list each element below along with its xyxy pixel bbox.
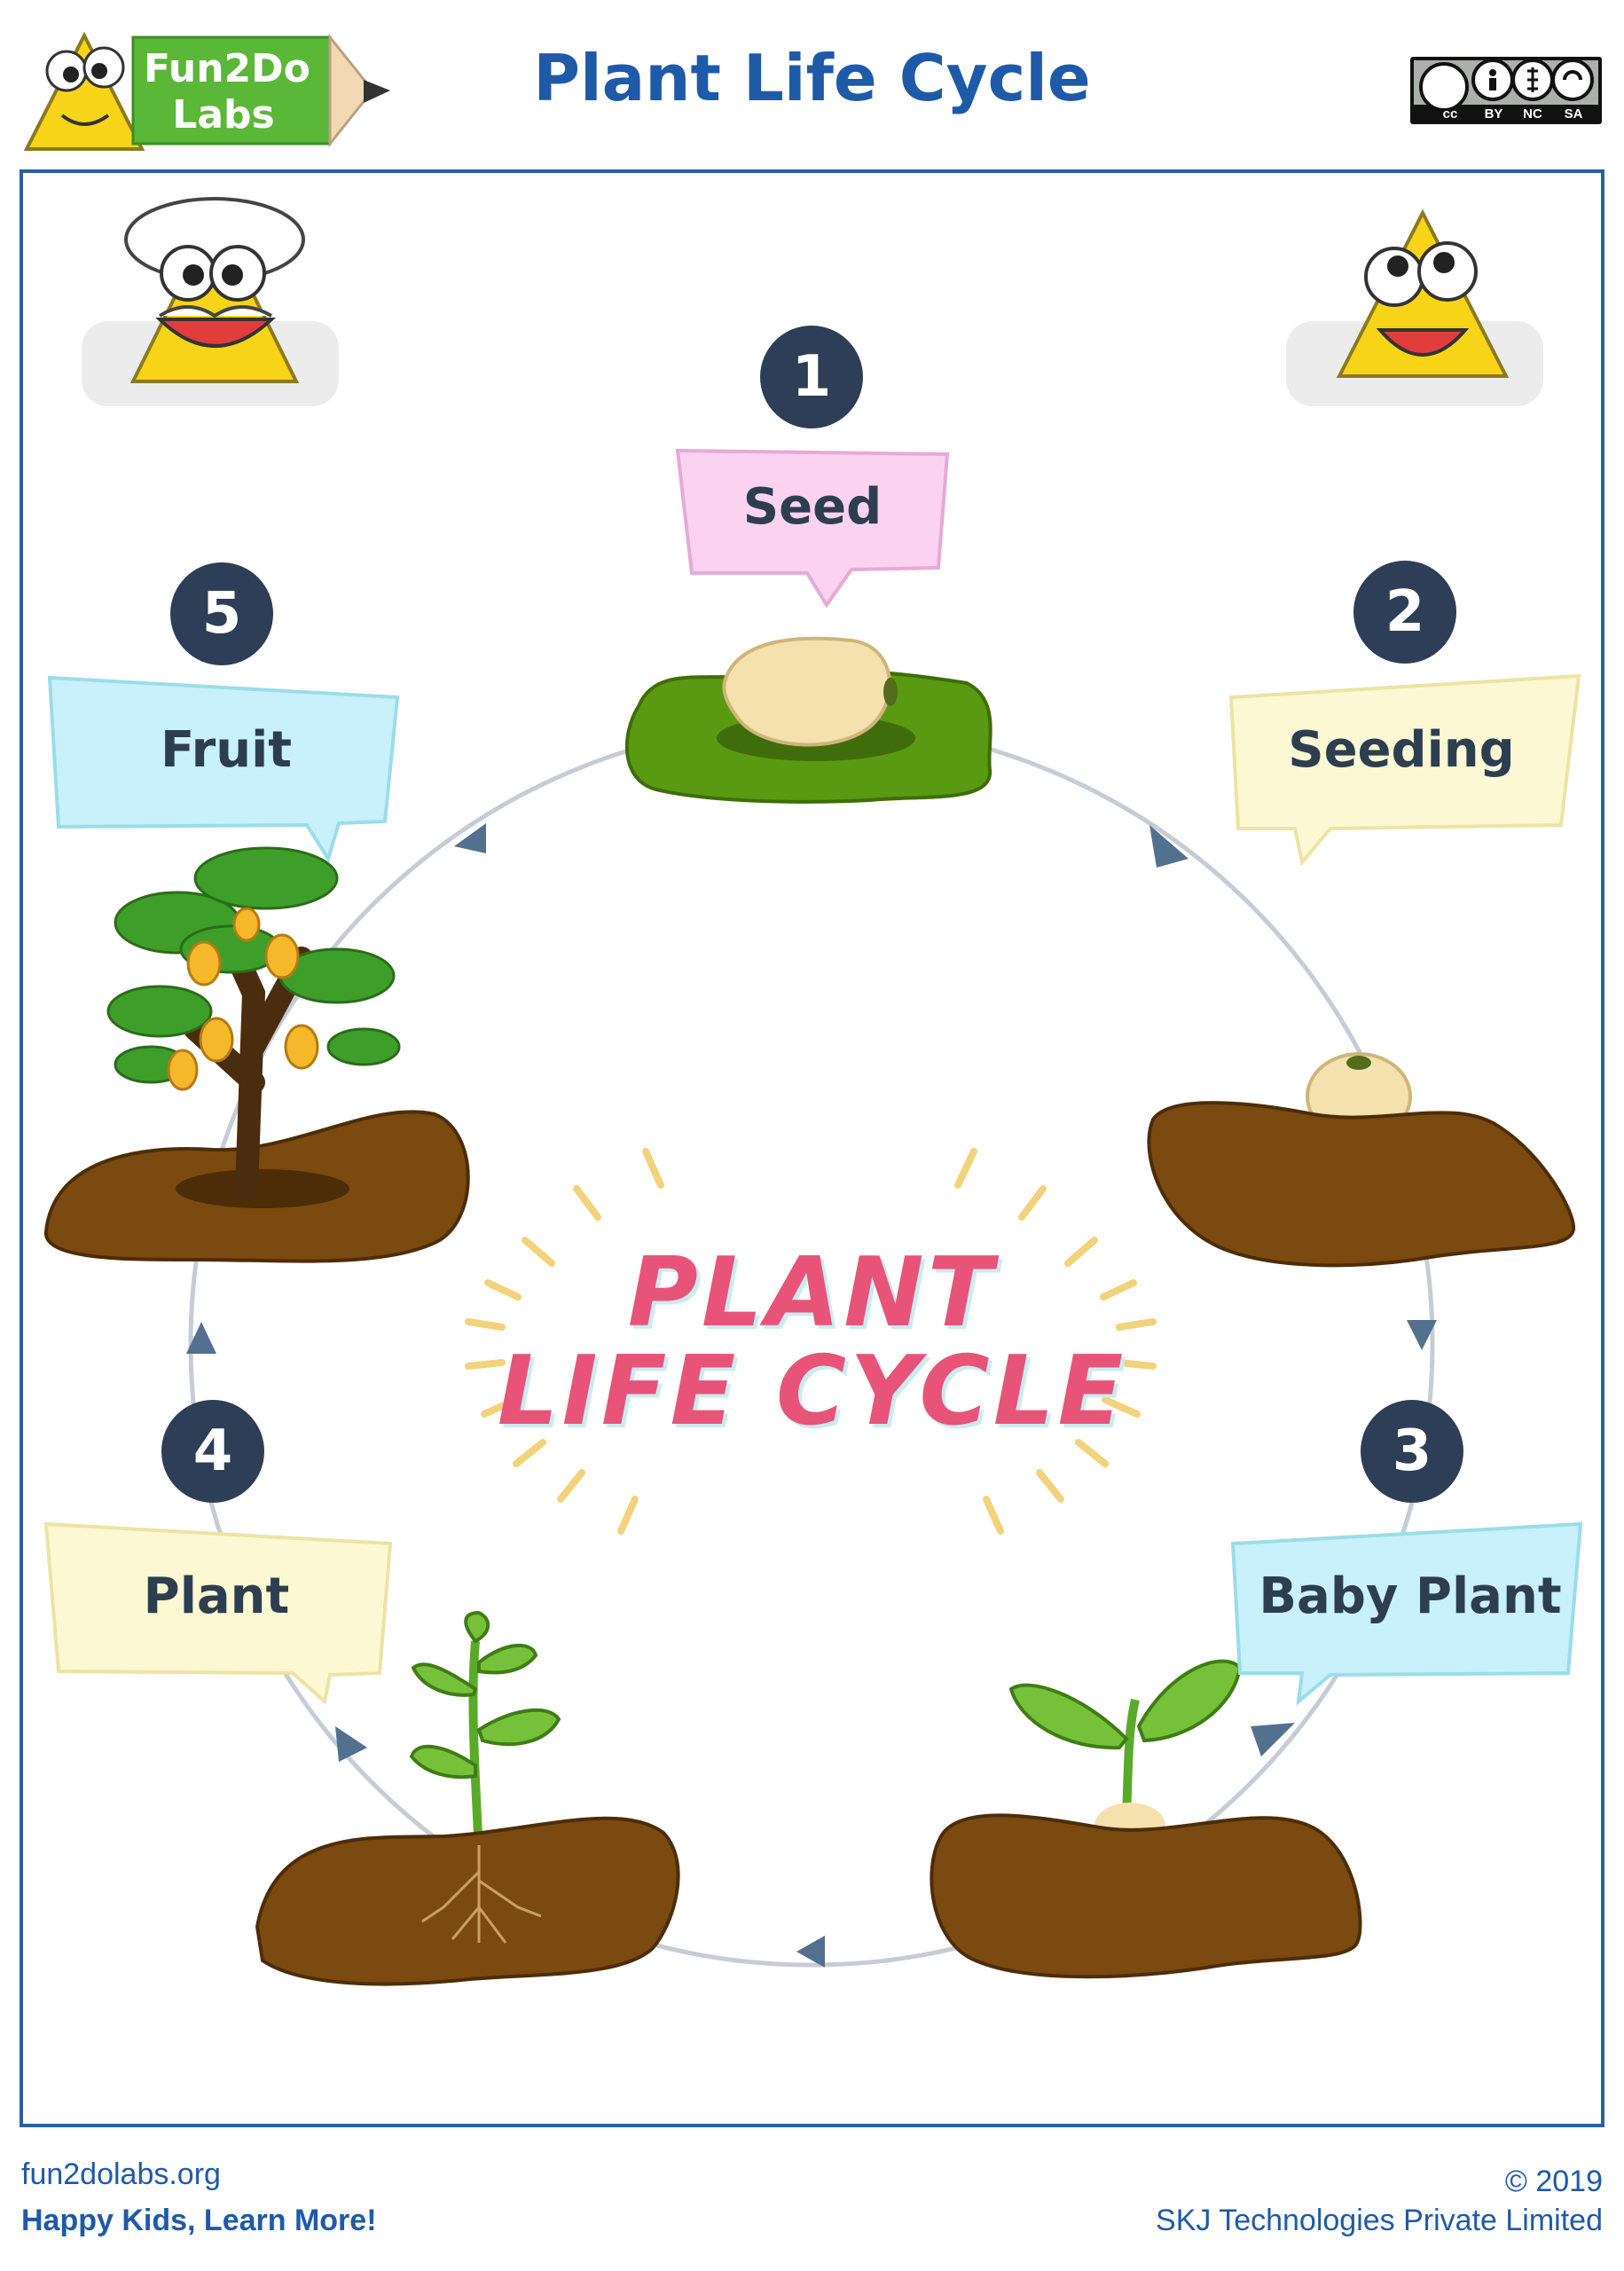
chef-mascot-icon [82, 197, 339, 406]
happy-mascot-icon [1286, 208, 1543, 406]
fun2do-mascot-icon [23, 31, 145, 151]
callout-fruit [47, 675, 400, 863]
number-badges [161, 326, 1463, 1503]
seeding-icon [1147, 1052, 1576, 1268]
creative-commons-icon [1410, 57, 1602, 124]
seed-icon [624, 636, 992, 804]
stage-2-number: 2 [1385, 579, 1425, 645]
arrow-2-to-3 [1407, 1320, 1437, 1350]
arrow-5-to-plant [335, 1726, 367, 1762]
badge-3 [1361, 1400, 1463, 1503]
burst-rays [465, 1148, 1157, 1535]
footer-copyright: © 2019 [1504, 2165, 1603, 2198]
worksheet-frame [20, 169, 1604, 2127]
mango-tree-icon [43, 846, 470, 1263]
callout-seed [675, 448, 950, 609]
arrow-1-to-2 [1149, 825, 1189, 868]
cycle-arrows [186, 823, 1437, 1968]
badge-4 [161, 1400, 264, 1503]
stage-5-label: Fruit [160, 721, 293, 779]
badge-1 [760, 326, 863, 428]
stage-1-label: Seed [742, 478, 883, 536]
stage-5-number: 5 [201, 581, 242, 647]
stage-2-label: Seeding [1288, 721, 1515, 779]
arrow-fruit-to-seed [454, 823, 486, 853]
callout-plant [43, 1521, 393, 1705]
arrow-3-to-4 [1251, 1723, 1295, 1756]
cc-label-sa: SA [1564, 106, 1583, 122]
stage-3-number: 3 [1392, 1418, 1432, 1484]
stage-4-number: 4 [192, 1418, 233, 1484]
page-title: Plant Life Cycle [533, 41, 1091, 115]
plant-icon [255, 1610, 680, 1986]
arrow-4-to-5 [796, 1936, 825, 1968]
cc-label-by: BY [1484, 106, 1503, 122]
sprout-icon [930, 1659, 1362, 1979]
callout-seeding [1228, 673, 1581, 867]
logo-text-line1: Fun2Do [144, 46, 310, 91]
stage-4-label: Plant [143, 1568, 290, 1625]
cc-label-cc: cc [1442, 106, 1458, 122]
logo-text-line2: Labs [172, 92, 275, 138]
footer-company: SKJ Technologies Private Limited [1156, 2204, 1603, 2237]
stage-3-label: Baby Plant [1259, 1568, 1562, 1625]
center-title-line1: PLANT [627, 1238, 997, 1348]
footer-tagline: Happy Kids, Learn More! [21, 2204, 377, 2237]
arrow-plant-to-fruit [186, 1322, 216, 1354]
center-title-line2: LIFE CYCLE [497, 1336, 1127, 1447]
badge-2 [1353, 561, 1456, 664]
callout-baby-plant [1230, 1521, 1583, 1706]
cc-label-nc: NC [1523, 106, 1542, 122]
footer-site-link[interactable]: fun2dolabs.org [21, 2157, 221, 2191]
fun2do-logo [23, 31, 390, 151]
badge-5 [170, 562, 273, 665]
stage-1-number: 1 [791, 344, 832, 410]
